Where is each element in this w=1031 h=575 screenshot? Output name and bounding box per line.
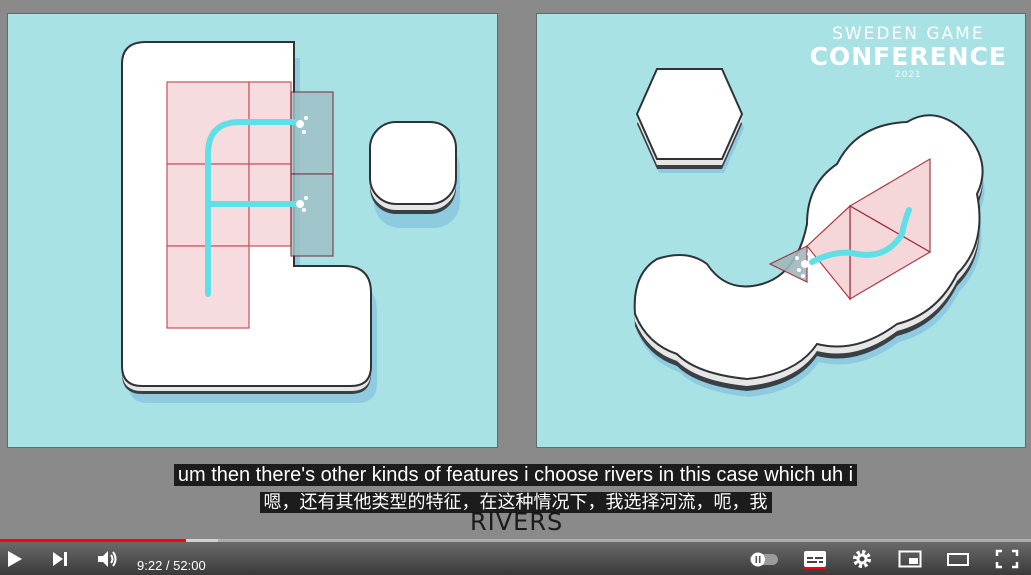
logo-line-2: CONFERENCE [809,42,1007,71]
caption-english: um then there's other kinds of features … [0,463,1031,488]
miniplayer-icon[interactable] [898,548,922,570]
play-icon[interactable] [2,548,26,570]
volume-icon[interactable] [95,548,119,570]
time-display: 9:22 / 52:00 [137,558,206,573]
caption-chinese-text: 嗯，还有其他类型的特征，在这种情况下，我选择河流，呃，我 [259,492,772,513]
played-bar [0,539,186,542]
caption-chinese: 嗯，还有其他类型的特征，在这种情况下，我选择河流，呃，我 [0,490,1031,515]
slide-panel-right: SWEDEN GAME CONFERENCE 2021 [536,13,1026,448]
square-grid-illustration [121,41,460,403]
progress-bar[interactable] [0,539,1031,542]
theater-icon[interactable] [946,548,970,570]
next-icon[interactable] [48,548,72,570]
logo-line-1: SWEDEN GAME [832,24,985,44]
caption-english-text: um then there's other kinds of features … [173,464,858,486]
autoplay-toggle-icon[interactable] [748,548,780,570]
logo-line-3: 2021 [894,70,922,80]
player-controls [0,542,1031,575]
video-frame[interactable]: SWEDEN GAME CONFERENCE 2021 RIVERS um th… [0,0,1031,540]
subtitles-icon[interactable] [803,548,827,570]
fullscreen-icon[interactable] [995,548,1019,570]
settings-icon[interactable] [850,548,874,570]
hex-grid-illustration [633,68,985,397]
conference-logo: SWEDEN GAME CONFERENCE 2021 [810,24,1007,80]
slide-panel-left [7,13,498,448]
